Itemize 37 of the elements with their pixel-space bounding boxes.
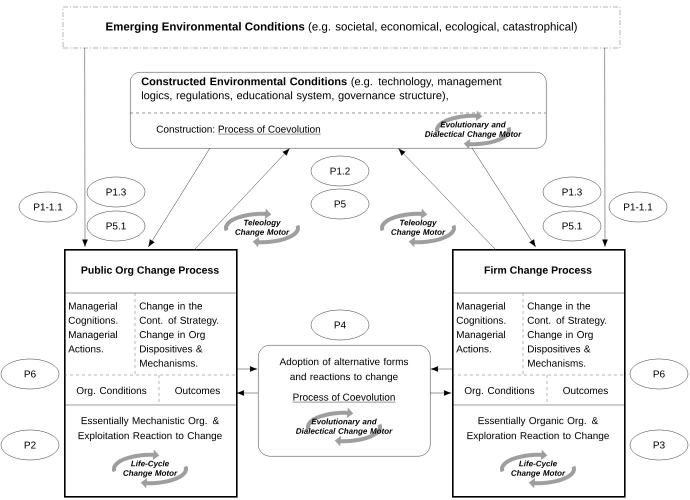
rounded-box xyxy=(258,345,430,456)
cell-text: Outcomes xyxy=(175,387,220,394)
arrow xyxy=(430,390,452,396)
motor-label: Teleology Change Motor xyxy=(391,220,446,236)
box-title: Public Org Change Process xyxy=(82,266,219,276)
rounded-box xyxy=(130,72,546,150)
motor-label: Evolutionary and Dialectical Change Motor xyxy=(296,418,393,436)
arrow xyxy=(472,148,536,247)
box-text: Adoption of alternative forms and reactions to change xyxy=(280,358,408,382)
motor-label: Teleology Change Motor xyxy=(235,220,290,236)
arrow xyxy=(602,48,608,247)
cell-text: Change in the Cont. of Strategy. Change in Org Dispositives & Mechanisms. xyxy=(528,302,606,367)
arrow xyxy=(82,48,88,247)
arrow xyxy=(194,148,290,250)
arrow xyxy=(236,390,258,396)
motor-label: Life-Cycle Change Motor xyxy=(123,460,178,478)
cell-text: Org. Conditions xyxy=(464,386,534,396)
box-text: Essentially Mechanistic Org. & Exploitation Reaction to Change xyxy=(78,416,222,442)
cell-text: Change in the Cont. of Strategy. Change in Org Dispositives & Mechanisms. xyxy=(140,302,218,367)
motor-label: Evolutionary and Dialectical Change Motor xyxy=(424,122,522,138)
box-title: Firm Change Process xyxy=(484,266,592,276)
box-text: Essentially Organic Org. & Exploration Reaction to Change xyxy=(467,416,609,442)
heading-text: Constructed Environmental Conditions (e.g. technology, management logics, regulations, educational system, governance structure), xyxy=(142,77,502,102)
arrow xyxy=(236,366,258,372)
cell-text: Managerial Cognitions. Managerial Actions. xyxy=(456,302,506,352)
arrow xyxy=(398,148,496,250)
cell-text: Org. Conditions xyxy=(76,386,146,396)
underlined-text: Process of Coevolution xyxy=(292,393,396,402)
process-box xyxy=(64,249,238,498)
process-box xyxy=(452,249,626,498)
arrow xyxy=(148,148,210,247)
cell-text: Outcomes xyxy=(563,387,608,394)
cell-text: Managerial Cognitions. Managerial Actions. xyxy=(68,302,118,352)
dashed-box: Emerging Environmental Conditions (e.g. societal, economical, ecological, catastrophical) xyxy=(62,6,620,48)
construction-text: Construction: Process of Coevolution xyxy=(156,125,321,134)
arrow xyxy=(430,366,452,372)
motor-label: Life-Cycle Change Motor xyxy=(511,460,566,478)
